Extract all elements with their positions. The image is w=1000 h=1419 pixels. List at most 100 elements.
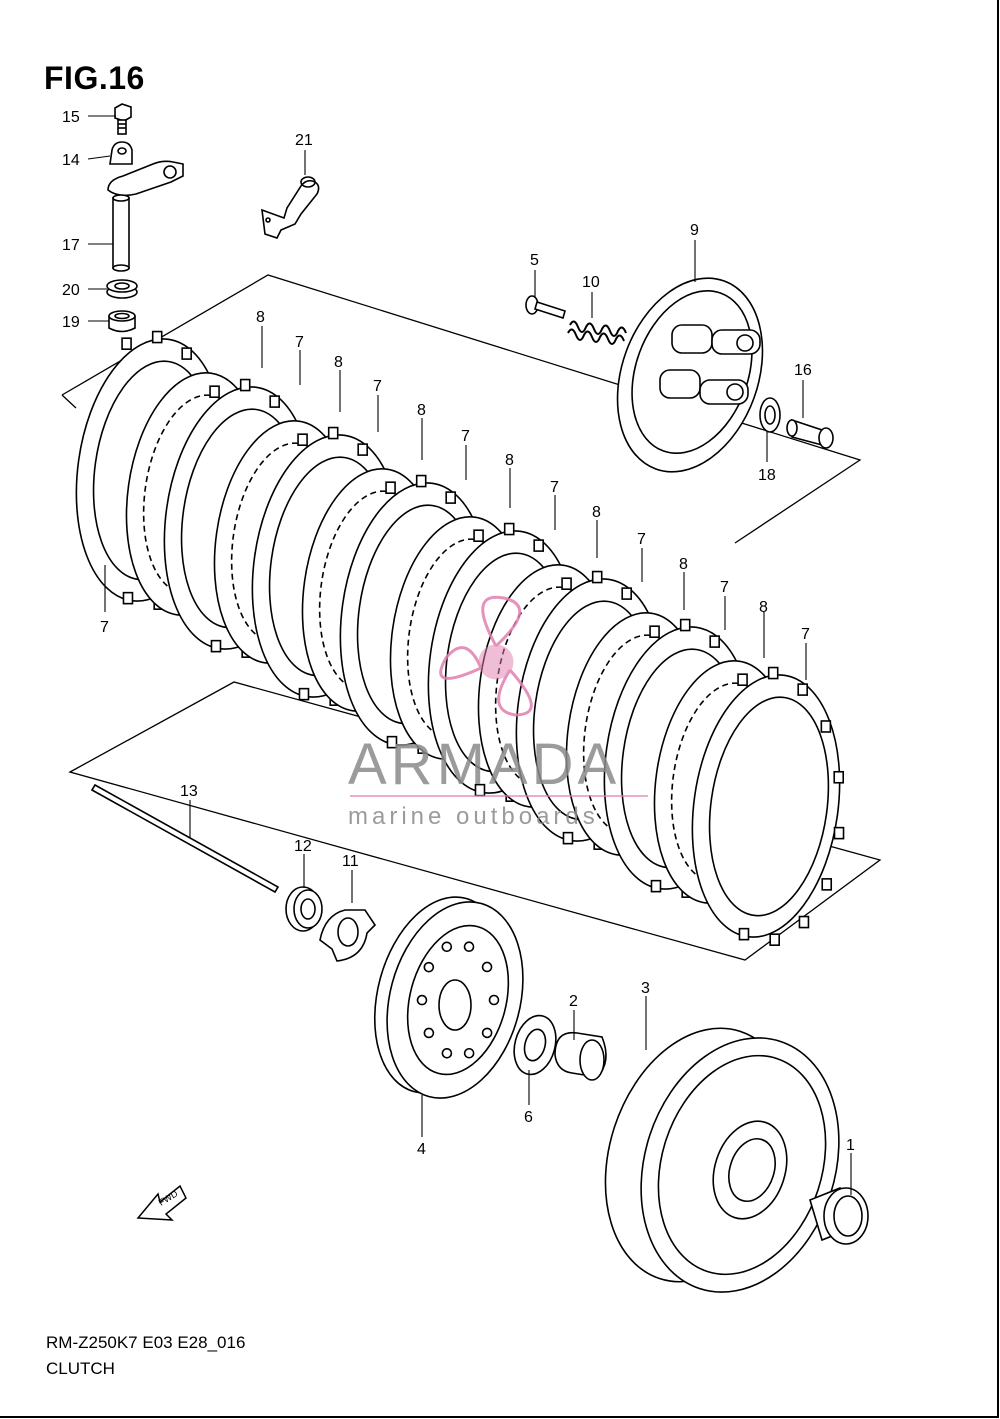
friction-plate-tab [533, 539, 544, 552]
callout-6: 6 [524, 1109, 533, 1126]
friction-plate-tab [797, 683, 808, 696]
friction-plate-tab [798, 915, 810, 929]
shaft-outline [68, 681, 882, 961]
bearing-part-18 [759, 397, 781, 433]
plate-stack-outline [61, 274, 862, 544]
clutch-plate-stack [75, 330, 845, 946]
callout-7-b: 7 [295, 334, 304, 351]
callout-12: 12 [294, 838, 312, 855]
watermark-subtitle: marine outboards [348, 803, 599, 830]
hub-hole [423, 1027, 435, 1039]
friction-plate-tab [385, 481, 396, 494]
hub-hole [463, 941, 475, 952]
leader-lines [87, 115, 852, 1195]
callout-8-e: 8 [592, 504, 601, 521]
friction-plate-tab [650, 879, 662, 893]
callout-21: 21 [295, 132, 313, 149]
callout-19: 19 [62, 314, 80, 331]
friction-plate-tab [386, 735, 398, 749]
friction-plate-tab [327, 426, 339, 440]
clutch-housing-part-3 [604, 1027, 840, 1293]
friction-plate-tab [239, 378, 251, 392]
thrust-washer-part-6 [513, 1014, 557, 1076]
friction-plate-tab [767, 666, 779, 680]
friction-plate-tab [562, 831, 574, 845]
hub-hole [463, 1047, 475, 1059]
callout-8-d: 8 [505, 452, 514, 469]
callout-11: 11 [342, 853, 359, 870]
callout-15: 15 [62, 109, 80, 126]
hub-hole [416, 994, 428, 1006]
callout-8-c: 8 [417, 402, 426, 419]
callout-7-g: 7 [720, 579, 729, 596]
needle-bearing-part-19 [108, 310, 136, 333]
callout-7-a: 7 [100, 619, 109, 636]
friction-plate-tab [122, 591, 134, 605]
callout-8-f: 8 [679, 556, 688, 573]
friction-plate-tab [833, 826, 845, 840]
friction-plate-tab [297, 433, 308, 446]
spacer-part-1 [809, 1186, 869, 1245]
callout-3: 3 [641, 980, 650, 997]
callout-13: 13 [180, 783, 198, 800]
release-arm-part-17 [107, 160, 184, 272]
callout-10: 10 [582, 274, 600, 291]
needle-bearing-part-2 [554, 1031, 607, 1081]
callout-8-g: 8 [759, 599, 768, 616]
friction-plate-tab [821, 878, 833, 891]
friction-plate-tab [357, 443, 368, 456]
sleeve-hub-part-4 [373, 896, 524, 1099]
friction-plate-tab [503, 522, 515, 536]
friction-plate-tab [415, 474, 427, 488]
section-name: CLUTCH [46, 1359, 115, 1378]
fwd-arrow-icon: FWD [136, 1184, 187, 1221]
armada-logo-icon [439, 595, 533, 717]
callout-18: 18 [758, 467, 776, 484]
friction-plate-tab [621, 587, 632, 600]
friction-plate-tab [561, 577, 572, 590]
friction-plate-tab [833, 770, 845, 784]
friction-plate-tab [769, 933, 780, 946]
friction-plate-tab [709, 635, 720, 648]
friction-plate-tab [121, 337, 132, 350]
cable-guide-part-21 [261, 176, 320, 239]
model-code: RM-Z250K7 E03 E28_016 [46, 1333, 246, 1352]
watermark-title: ARMADA [348, 732, 620, 797]
bracket-part-14 [109, 141, 133, 165]
plate-inner-edge [708, 696, 830, 917]
bolt-part-15 [114, 103, 132, 135]
callout-7-h: 7 [801, 626, 810, 643]
callout-7-f: 7 [637, 531, 646, 548]
callout-2: 2 [569, 993, 578, 1010]
figure-title: FIG.16 [44, 60, 145, 96]
hub-hole [488, 994, 500, 1006]
armada-watermark: ARMADA marine outboards [348, 595, 648, 830]
bearing-part-20 [106, 279, 138, 299]
callout-7-d: 7 [461, 428, 470, 445]
friction-plate-tab [738, 927, 750, 941]
friction-plate-tab [151, 330, 163, 344]
friction-plate-tab [591, 570, 603, 584]
callout-8-b: 8 [334, 354, 343, 371]
callout-1: 1 [846, 1137, 855, 1154]
friction-plate-tab [445, 491, 456, 504]
hub-hole [441, 1047, 453, 1059]
callout-labels: 15 14 17 20 19 21 5 10 9 16 18 7 8 7 8 7… [62, 109, 855, 1158]
hub-hole [423, 961, 435, 973]
hub-hole [481, 961, 493, 973]
callout-14: 14 [62, 152, 80, 169]
friction-plate-tab [181, 347, 192, 360]
hub-hole [441, 941, 453, 953]
callout-16: 16 [794, 362, 812, 379]
callout-4: 4 [417, 1141, 426, 1158]
push-piece-part-16 [786, 418, 834, 449]
callout-7-e: 7 [550, 479, 559, 496]
friction-plate-tab [649, 625, 660, 638]
callout-9: 9 [690, 222, 699, 239]
friction-plate-tab [210, 639, 222, 653]
friction-plate-tab [473, 529, 484, 542]
friction-plate-tab [679, 618, 691, 632]
callout-5: 5 [530, 252, 539, 269]
